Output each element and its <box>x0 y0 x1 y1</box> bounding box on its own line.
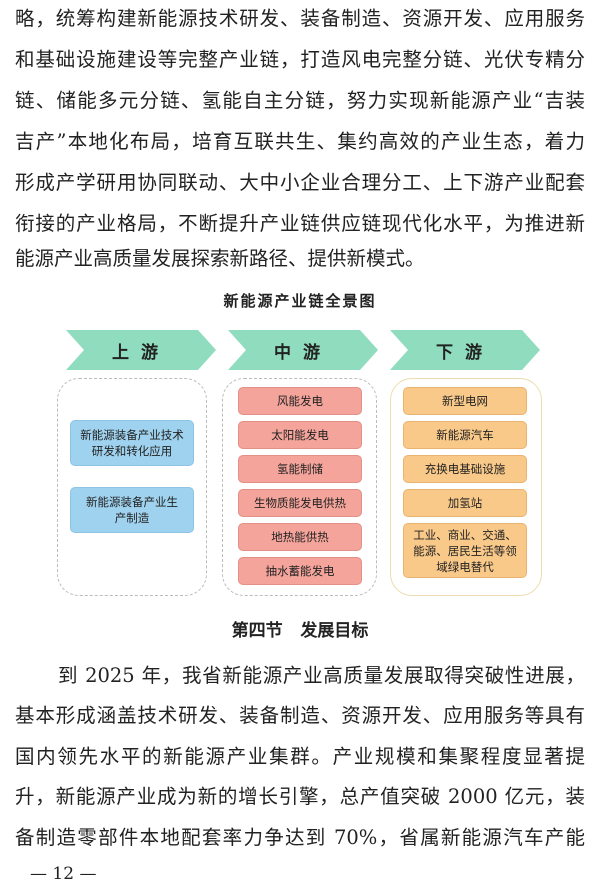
downstream-item: 加氢站 <box>403 489 527 517</box>
text-line: 基本形成涵盖技术研发、装备制造、资源开发、应用服务等具有 <box>15 704 585 727</box>
stage-midstream: 中游 <box>228 330 378 370</box>
stage-downstream: 下游 <box>390 330 540 370</box>
downstream-item: 新能源汽车 <box>403 421 527 449</box>
midstream-item: 太阳能发电 <box>238 421 362 449</box>
downstream-group <box>390 378 542 596</box>
text-line: 吉产”本地化布局，培育互联共生、集约高效的产业生态，着力 <box>15 130 585 153</box>
midstream-item: 地热能供热 <box>238 523 362 551</box>
text-line: 略，统筹构建新能源技术研发、装备制造、资源开发、应用服务 <box>15 7 585 30</box>
upstream-item: 新能源装备产业生产制造 <box>70 487 194 533</box>
diagram-title: 新能源产业链全景图 <box>223 292 377 310</box>
midstream-group <box>222 378 377 596</box>
downstream-item: 新型电网 <box>403 387 527 415</box>
page-number: — 12 — <box>30 864 97 884</box>
text-line: 备制造零部件本地配套率力争达到 70%，省属新能源汽车产能 <box>15 826 585 849</box>
section-heading: 第四节 发展目标 <box>231 621 369 641</box>
text-line: 升，新能源产业成为新的增长引擎，总产值突破 2000 亿元，装 <box>15 785 585 808</box>
downstream-item: 充换电基础设施 <box>403 455 527 483</box>
midstream-item: 抽水蓄能发电 <box>238 557 362 585</box>
text-line: 到 2025 年，我省新能源产业高质量发展取得突破性进展， <box>58 664 585 687</box>
text-line: 形成产学研用协同联动、大中小企业合理分工、上下游产业配套 <box>15 171 585 194</box>
downstream-item: 工业、商业、交通、能源、居民生活等领域绿电替代 <box>403 523 527 578</box>
midstream-item: 生物质能发电供热 <box>238 489 362 517</box>
midstream-item: 风能发电 <box>238 387 362 415</box>
text-line: 国内领先水平的新能源产业集群。产业规模和集聚程度显著提 <box>15 745 585 768</box>
upstream-group <box>57 378 207 596</box>
midstream-item: 氢能制储 <box>238 455 362 483</box>
text-line: 能源产业高质量发展探索新路径、提供新模式。 <box>15 247 425 270</box>
text-line: 和基础设施建设等完整产业链，打造风电完整分链、光伏专精分 <box>15 48 585 71</box>
text-line: 链、储能多元分链、氢能自主分链，努力实现新能源产业“吉装 <box>15 89 585 112</box>
upstream-item: 新能源装备产业技术研发和转化应用 <box>70 420 194 466</box>
text-line: 衔接的产业格局，不断提升产业链供应链现代化水平，为推进新 <box>15 212 585 235</box>
stage-upstream: 上游 <box>66 330 216 370</box>
